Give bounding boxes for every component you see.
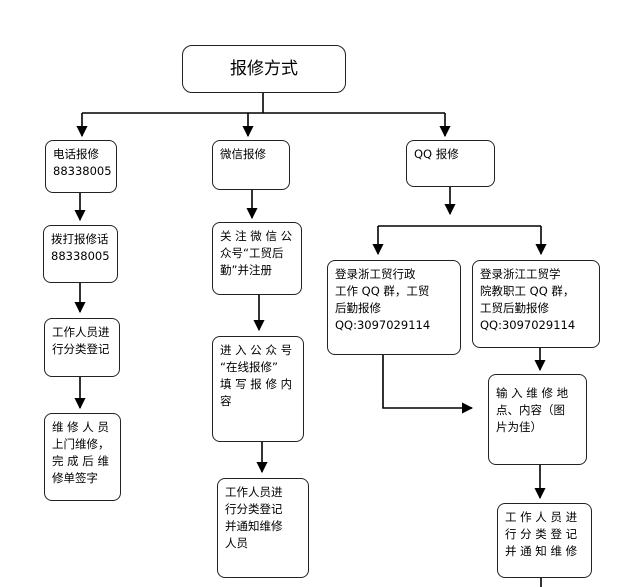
phone-dial-box: 拨打报修话 88338005 xyxy=(43,225,118,283)
phone-repair-box: 维 修 人 员 上门维修， 完 成 后 维 修单签字 xyxy=(44,413,121,501)
phone-register-line: 行分类登记 xyxy=(52,342,110,356)
wechat-header-box: 微信报修 xyxy=(212,140,290,190)
qq-staff-group-line: QQ:3097029114 xyxy=(480,318,576,332)
phone-repair-line: 修单签字 xyxy=(52,471,98,485)
phone-header-box: 电话报修 88338005 xyxy=(45,140,117,193)
wechat-online-line: 进 入 公 众 号 xyxy=(220,343,293,357)
arrow-qq-left-to-input xyxy=(382,355,474,414)
phone-dial-line: 拨打报修话 xyxy=(51,232,109,246)
qq-final-box: 工 作 人 员 进 行 分 类 登 记 并 通 知 维 修 xyxy=(497,503,592,578)
wechat-register-box: 工作人员进 行分类登记 并通知维修 人员 xyxy=(217,478,309,578)
wechat-header-line: 微信报修 xyxy=(220,147,266,161)
qq-staff-group-line: 院教职工 QQ 群， xyxy=(480,284,575,298)
qq-final-line: 并 通 知 维 修 xyxy=(505,544,578,558)
wechat-follow-box: 关 注 微 信 公 众号“工贸后 勤”并注册 xyxy=(212,222,302,295)
phone-dial-line: 88338005 xyxy=(51,249,110,263)
qq-header-box: QQ 报修 xyxy=(406,140,495,187)
qq-staff-group-box: 登录浙江工贸学 院教职工 QQ 群， 工贸后勤报修 QQ:3097029114 xyxy=(472,260,600,348)
wechat-register-line: 工作人员进 xyxy=(225,485,283,499)
wechat-follow-line: 关 注 微 信 公 xyxy=(220,229,293,243)
title-box: 报修方式 xyxy=(182,45,346,93)
wechat-register-line: 行分类登记 xyxy=(225,502,283,516)
qq-input-box: 输 入 维 修 地 点、内容（图 片为佳） xyxy=(488,374,587,465)
phone-header-line: 88338005 xyxy=(53,164,112,178)
wechat-online-line: 容 xyxy=(220,394,232,408)
wechat-follow-line: 众号“工贸后 xyxy=(220,246,284,260)
wechat-online-line: “在线报修” xyxy=(220,360,278,374)
qq-staff-group-line: 工贸后勤报修 xyxy=(480,301,549,315)
phone-repair-line: 上门维修， xyxy=(52,437,110,451)
qq-admin-group-line: 登录浙工贸行政 xyxy=(335,267,416,281)
qq-final-line: 工 作 人 员 进 xyxy=(505,510,578,524)
title-text: 报修方式 xyxy=(230,58,298,79)
wechat-online-box: 进 入 公 众 号 “在线报修” 填 写 报 修 内 容 xyxy=(212,336,304,442)
phone-repair-line: 完 成 后 维 xyxy=(52,454,109,468)
qq-input-line: 片为佳） xyxy=(496,420,542,434)
phone-register-line: 工作人员进 xyxy=(52,325,110,339)
qq-header-line: QQ 报修 xyxy=(414,147,459,161)
wechat-register-line: 人员 xyxy=(225,536,248,550)
wechat-follow-line: 勤”并注册 xyxy=(220,263,272,277)
qq-admin-group-line: 工作 QQ 群，工贸 xyxy=(335,284,430,298)
qq-final-line: 行 分 类 登 记 xyxy=(505,527,578,541)
qq-admin-group-line: QQ:3097029114 xyxy=(335,318,431,332)
phone-register-box: 工作人员进 行分类登记 xyxy=(44,318,120,377)
qq-input-line: 点、内容（图 xyxy=(496,403,565,417)
qq-staff-group-line: 登录浙江工贸学 xyxy=(480,267,561,281)
wechat-online-line: 填 写 报 修 内 xyxy=(220,377,293,391)
qq-input-line: 输 入 维 修 地 xyxy=(496,386,569,400)
wechat-register-line: 并通知维修 xyxy=(225,519,283,533)
qq-admin-group-box: 登录浙工贸行政 工作 QQ 群，工贸 后勤报修 QQ:3097029114 xyxy=(327,260,461,355)
phone-header-line: 电话报修 xyxy=(53,147,99,161)
qq-admin-group-line: 后勤报修 xyxy=(335,301,381,315)
phone-repair-line: 维 修 人 员 xyxy=(52,420,109,434)
